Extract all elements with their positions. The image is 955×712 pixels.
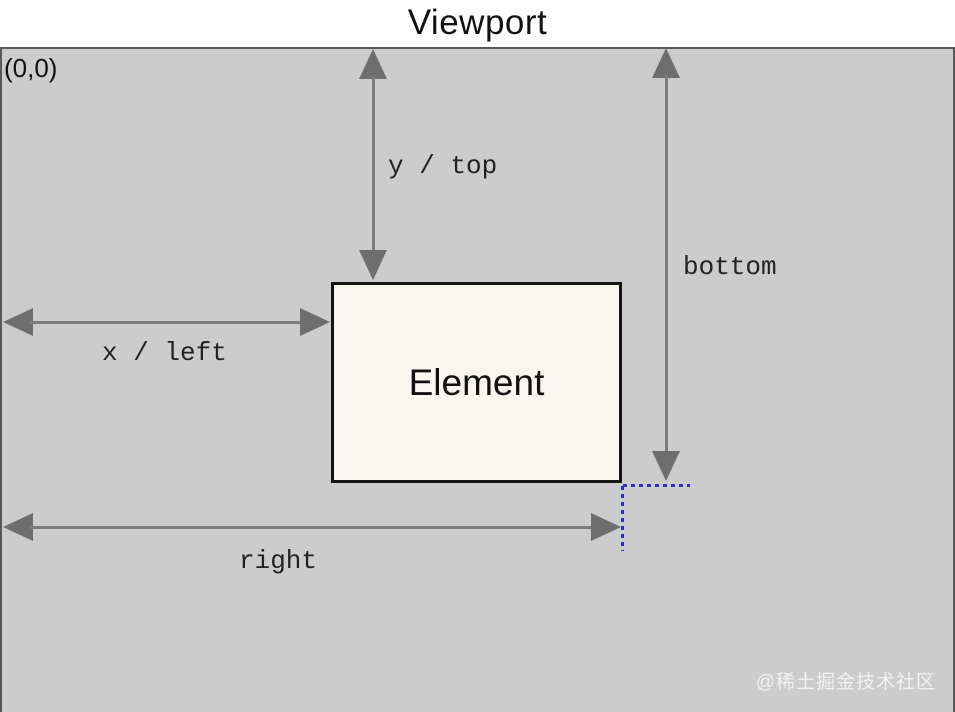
measure-label-x-left: x / left [102,338,227,368]
arrow-right-icon [300,308,330,336]
measure-arrow-x-left [3,308,330,336]
element-box: Element [331,282,622,483]
arrow-right-icon [591,513,621,541]
arrow-shaft [30,525,594,529]
page-title: Viewport [407,3,548,42]
arrow-down-icon [652,451,680,481]
measure-label-right: right [239,546,318,576]
origin-coordinate-label: (0,0) [4,53,58,83]
measure-arrow-right [3,513,621,541]
measure-label-y-top: y / top [388,151,498,181]
arrow-shaft [30,320,303,324]
arrow-left-icon [3,308,33,336]
arrow-shaft [664,75,668,454]
measure-arrow-bottom [652,48,680,481]
watermark-text: @稀土掘金技术社区 [755,672,936,693]
arrow-up-icon [652,48,680,78]
arrow-up-icon [359,49,387,79]
arrow-left-icon [3,513,33,541]
guide-dashed-vertical [621,486,624,551]
measure-arrow-y-top [359,49,387,280]
arrow-shaft [371,76,375,253]
element-label: Element [408,361,545,403]
arrow-down-icon [359,250,387,280]
guide-dashed-horizontal [623,484,690,487]
measure-label-bottom: bottom [683,252,777,282]
